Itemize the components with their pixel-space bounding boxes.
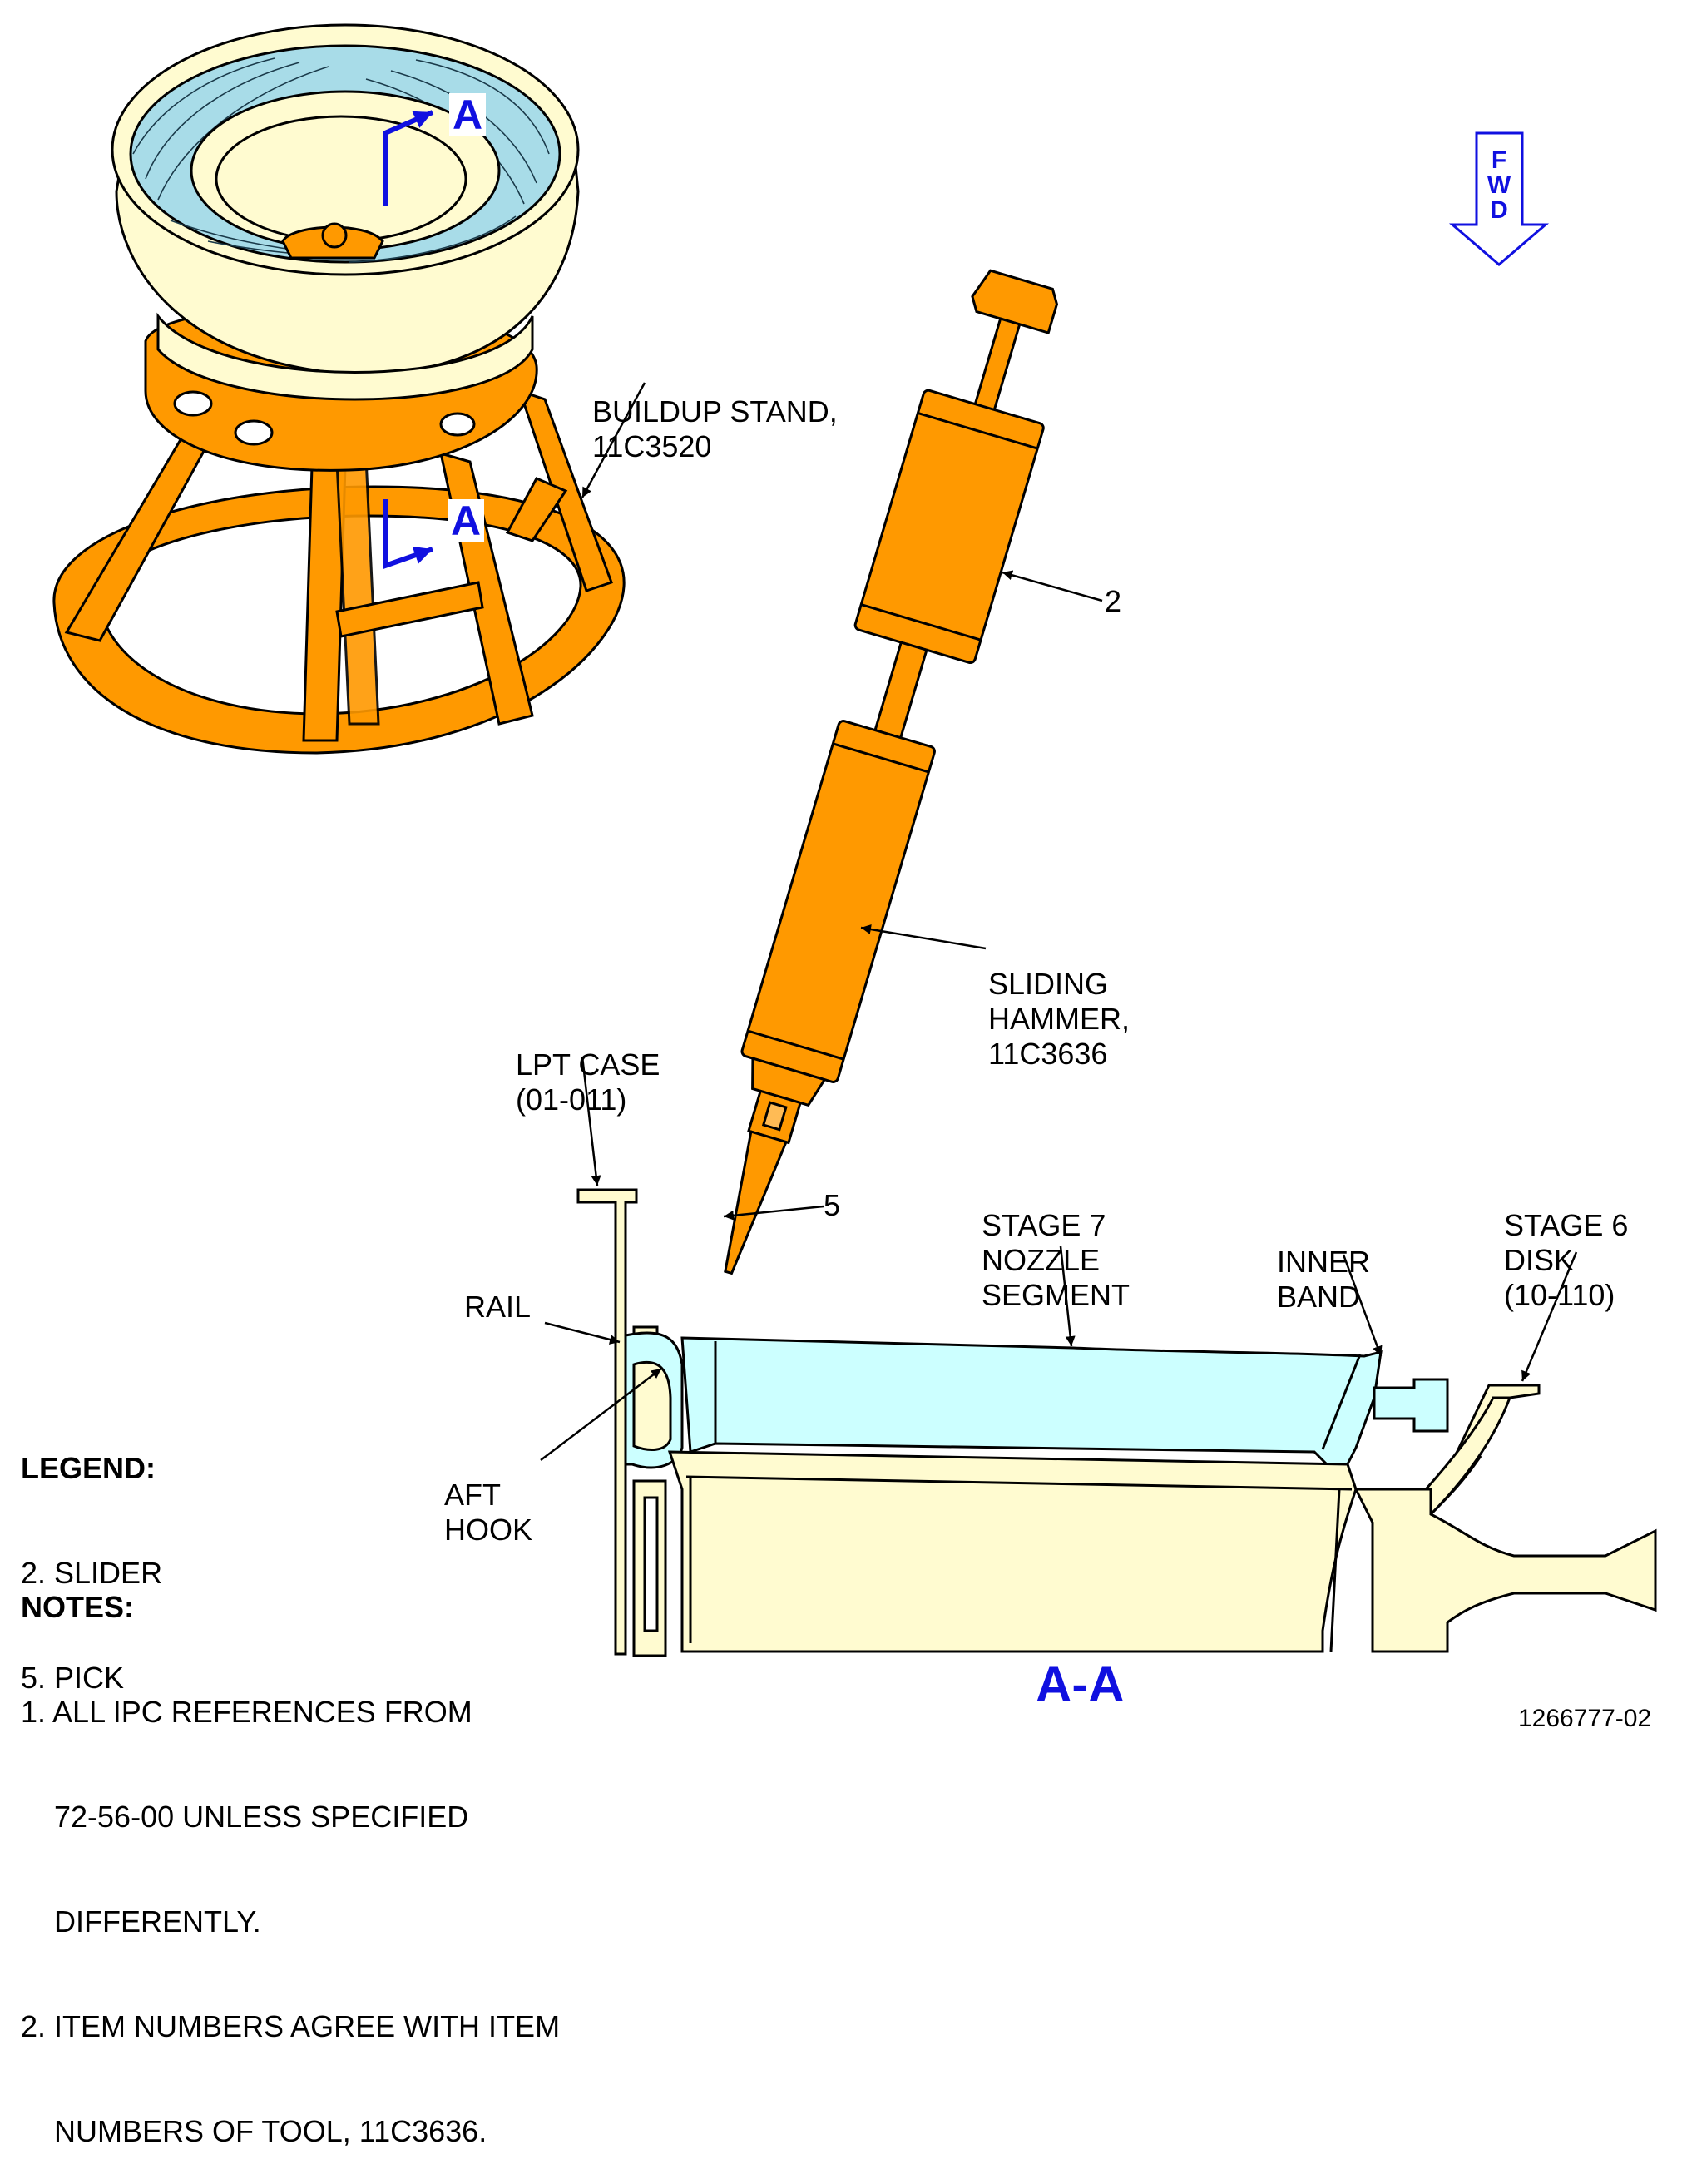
sliding-hammer bbox=[724, 269, 1059, 1275]
note-line: 2. ITEM NUMBERS AGREE WITH ITEM bbox=[21, 2009, 561, 2043]
legend-item: 5. PICK bbox=[21, 1661, 125, 1695]
notes-title: NOTES: bbox=[21, 1590, 135, 1624]
legend: LEGEND: 2. SLIDER 5. PICK bbox=[21, 1381, 162, 1731]
section-marker-bottom: A bbox=[448, 499, 485, 542]
section-view-title: A-A bbox=[1036, 1657, 1125, 1712]
note-line: NUMBERS OF TOOL, 11C3636. bbox=[21, 2114, 487, 2148]
note-line: DIFFERENTLY. bbox=[21, 1904, 261, 1939]
notes: NOTES: 1. ALL IPC REFERENCES FROM 72-56-… bbox=[21, 1520, 560, 2184]
legend-item: 2. SLIDER bbox=[21, 1556, 163, 1590]
section-cut-markers bbox=[383, 110, 434, 570]
section-marker-top: A bbox=[449, 93, 487, 136]
pick-callout: 5 bbox=[824, 1188, 841, 1222]
legend-title: LEGEND: bbox=[21, 1451, 156, 1485]
note-line: 1. ALL IPC REFERENCES FROM bbox=[21, 1695, 472, 1729]
fwd-arrow bbox=[1448, 131, 1550, 266]
note-line: 72-56-00 UNLESS SPECIFIED bbox=[21, 1800, 469, 1834]
buildup-stand-label: BUILDUP STAND,11C3520 bbox=[592, 394, 838, 463]
lpt-module bbox=[111, 23, 580, 401]
slider-callout: 2 bbox=[1105, 584, 1122, 618]
illustration bbox=[52, 23, 1657, 1657]
leader-lines bbox=[540, 382, 1578, 1461]
rail-label: RAIL bbox=[464, 1290, 532, 1324]
figure-id: 1266777-02 bbox=[1518, 1705, 1652, 1732]
lpt-case-label: LPT CASE(01-011) bbox=[516, 1047, 660, 1117]
section-a-a-view bbox=[576, 1188, 1657, 1657]
